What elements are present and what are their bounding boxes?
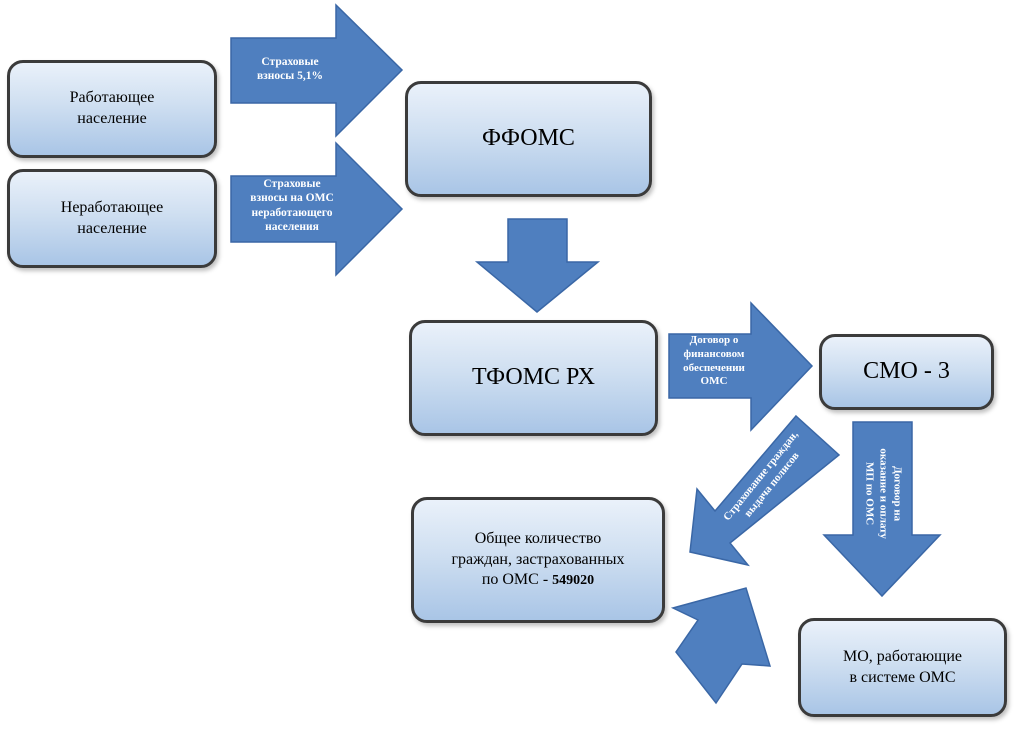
arrow-working-to-ffoms [230,3,404,138]
node-mo: МО, работающие в системе ОМС [798,618,1007,717]
node-smo: СМО - 3 [819,334,994,410]
insured-count: 549020 [552,573,595,589]
label-funding-contract: Договор о финансовом обеспечении ОМС [683,334,745,388]
arrow-tfoms-to-smo [668,301,814,432]
node-ffoms-label: ФФОМС [482,125,575,152]
insured-text: Общее количество граждан, застрахованных… [451,529,625,589]
node-working-population-label: Работающее население [69,89,155,127]
node-nonworking-population: Неработающее население [7,169,217,268]
node-working-population: Работающее население [7,60,217,158]
node-tfoms-label: ТФОМС РХ [471,364,596,391]
arrow-nonworking-to-ffoms [230,141,404,277]
node-nonworking-population-label: Неработающее население [60,198,164,237]
arrow-smo-to-mo [822,421,942,598]
node-mo-label: МО, работающие в системе ОМС [842,647,963,686]
node-insured-citizens: Общее количество граждан, застрахованных… [411,497,665,623]
arrow-insured-to-mo [670,587,772,705]
node-insured-citizens-label: Общее количество граждан, застрахованных… [451,529,624,591]
node-ffoms: ФФОМС [405,81,652,197]
arrow-smo-to-insured [689,414,841,567]
arrow-ffoms-to-tfoms [474,218,601,313]
label-contrib-nonworking: Страховые взносы на ОМС неработающего на… [250,178,334,234]
label-care-contract: Договор на оказание и оплату МП по ОМС [864,448,904,539]
label-contrib-working: Страховые взносы 5,1% [256,56,324,83]
node-smo-label: СМО - 3 [863,358,950,385]
node-tfoms: ТФОМС РХ [409,320,658,436]
